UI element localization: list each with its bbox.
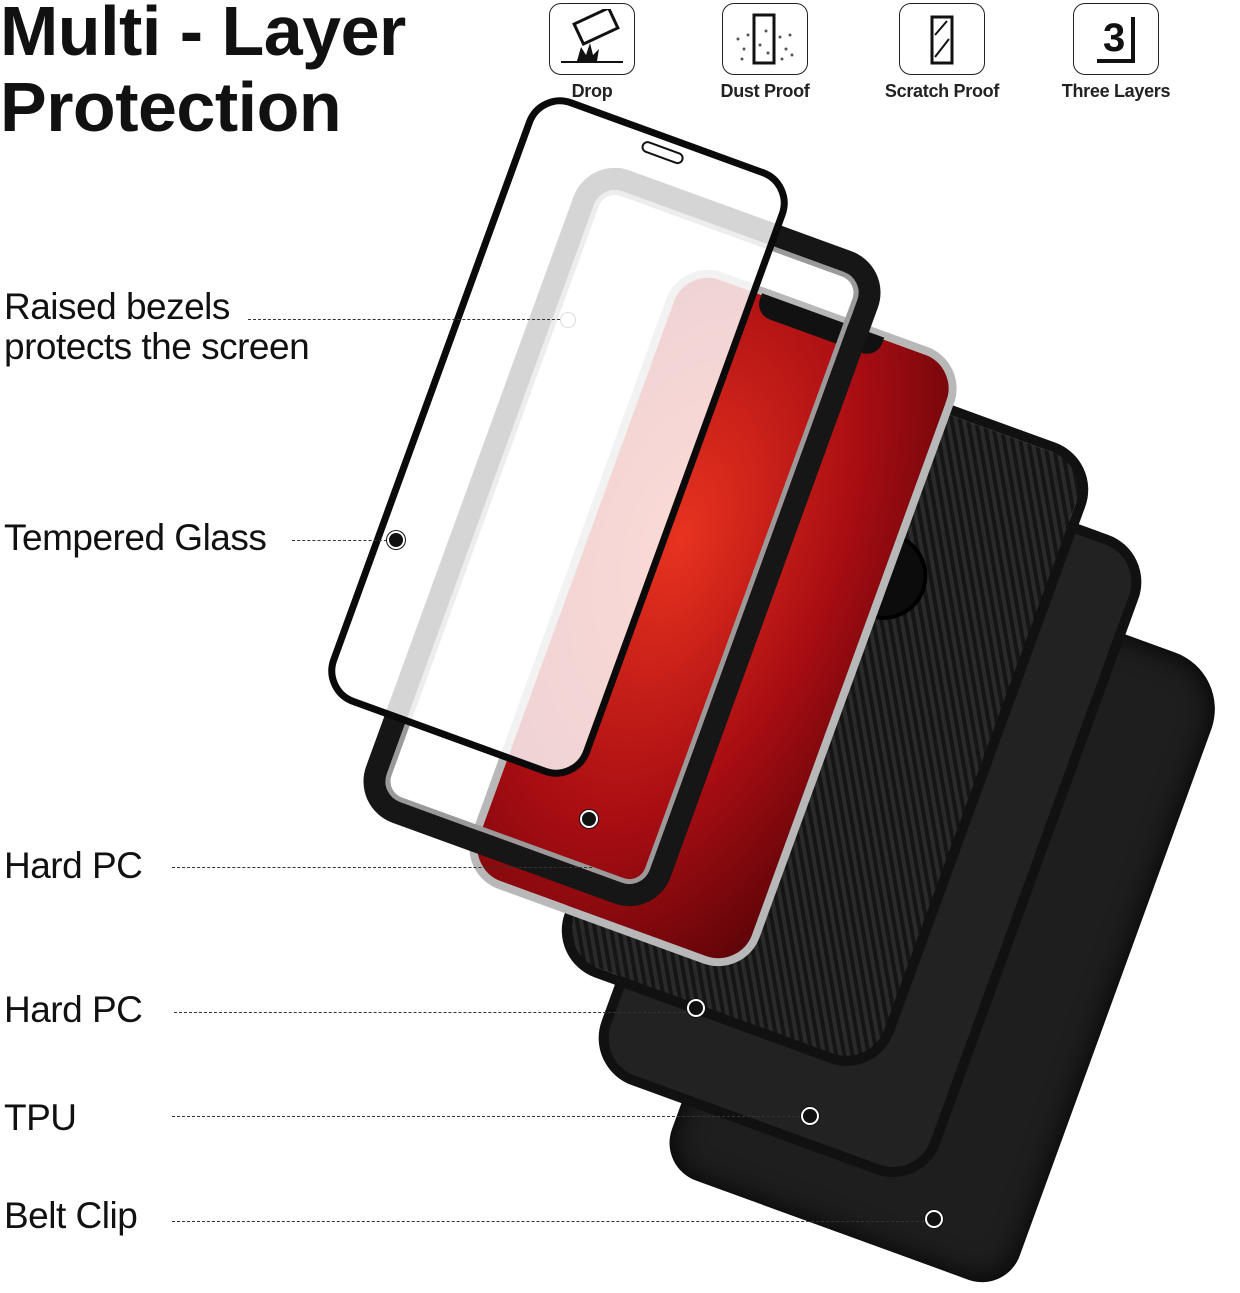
callout-belt-clip: Belt Clip [4, 1195, 138, 1236]
callout-tpu: TPU [4, 1097, 77, 1138]
callout-line [172, 867, 592, 868]
callout-line [292, 540, 392, 541]
scratch-proof-icon [899, 3, 985, 75]
callout-text: protects the screen [4, 326, 310, 367]
feature-label: Dust Proof [720, 81, 810, 101]
callout-dot [801, 1107, 819, 1125]
callout-raised-bezels: Raised bezels protects the screen [4, 286, 310, 367]
glass-earpiece [639, 139, 686, 166]
dust-proof-icon [722, 3, 808, 75]
title-line-2: Protection [0, 68, 342, 146]
callout-hard-pc-frame: Hard PC [4, 845, 143, 886]
callout-dot [560, 312, 576, 328]
callout-dot [687, 999, 705, 1017]
callout-dot [387, 531, 405, 549]
feature-label: Three Layers [1061, 81, 1171, 101]
callout-line [172, 1221, 924, 1222]
page-title: Multi - Layer Protection [0, 0, 406, 146]
callout-dot [925, 1210, 943, 1228]
feature-dust-proof: Dust Proof [705, 3, 825, 102]
callout-hard-pc-case: Hard PC [4, 989, 143, 1030]
feature-scratch-proof: Scratch Proof [882, 3, 1002, 102]
callout-text: Raised bezels [4, 286, 230, 327]
title-line-1: Multi - Layer [0, 0, 406, 70]
feature-label: Scratch Proof [884, 81, 1000, 101]
callout-line [248, 319, 560, 320]
callout-line [174, 1012, 686, 1013]
feature-label: Drop [571, 81, 613, 101]
feature-drop: Drop [532, 3, 652, 102]
drop-icon [549, 3, 635, 75]
callout-dot [580, 810, 598, 828]
feature-three-layers: 3 Three Layers [1056, 3, 1176, 102]
callout-tempered-glass: Tempered Glass [4, 517, 267, 558]
svg-text:3: 3 [1103, 16, 1125, 60]
callout-line [172, 1116, 800, 1117]
three-layers-icon: 3 [1073, 3, 1159, 75]
